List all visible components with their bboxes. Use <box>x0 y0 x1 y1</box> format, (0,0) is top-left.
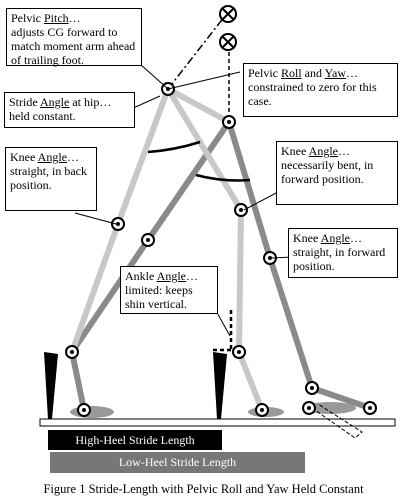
callout-label: Knee <box>293 231 321 245</box>
high-heel-shoe-back <box>44 352 58 419</box>
callout-term: Angle <box>40 95 70 109</box>
callout-knee-forward-bent: Knee Angle… necessarily bent, in forward… <box>276 141 398 205</box>
cg-marker-icon <box>219 5 237 23</box>
low-heel-stride-bar: Low-Heel Stride Length <box>50 452 305 473</box>
callout-knee-back: Knee Angle… straight, in back position. <box>5 147 97 211</box>
figure-caption: Figure 1 Stride-Length with Pelvic Roll … <box>43 482 364 496</box>
callout-label: … <box>66 150 79 164</box>
callout-label: … <box>68 11 81 25</box>
callout-label: … <box>346 66 359 80</box>
high-heel-shoe-front <box>213 352 227 419</box>
callout-body: adjusts CG forward to match moment arm a… <box>11 25 136 67</box>
callout-body: held constant. <box>9 109 76 123</box>
callout-term: Angle <box>156 269 186 283</box>
callout-term: Angle <box>320 231 350 245</box>
callout-label: Pelvic <box>11 11 41 25</box>
callout-label: Ankle <box>125 269 157 283</box>
callout-label: at hip… <box>69 95 112 109</box>
high-heel-legs <box>69 86 265 413</box>
callout-label: Knee <box>10 150 38 164</box>
callout-label: Stride <box>9 95 41 109</box>
callout-label: and <box>301 66 325 80</box>
floor <box>39 418 396 427</box>
callout-pelvic-pitch: Pelvic Pitch… adjusts CG forward to matc… <box>6 8 142 67</box>
pitch-axis-line <box>167 11 229 90</box>
callout-term: Pitch <box>44 11 69 25</box>
stride-angle-arc <box>195 173 251 182</box>
callout-label: … <box>186 269 198 283</box>
callout-body: straight, in back position. <box>10 164 87 192</box>
callout-label: Knee <box>281 144 309 158</box>
low-heel-legs <box>69 119 373 413</box>
leader-lines <box>74 63 293 337</box>
toe-extension <box>311 403 363 439</box>
callout-pelvic-roll-yaw: Pelvic Roll and Yaw… constrained to zero… <box>243 63 398 117</box>
callout-knee-forward-straight: Knee Angle… straight, in forward positio… <box>288 228 398 278</box>
callout-term: Angle <box>308 144 338 158</box>
callout-body: necessarily bent, in forward position. <box>281 158 374 186</box>
stride-angle-arc <box>147 140 201 154</box>
joints <box>65 82 377 417</box>
callout-term: Roll <box>281 66 302 80</box>
callout-body: straight, in forward position. <box>293 245 386 273</box>
high-heel-stride-bar: High-Heel Stride Length <box>48 430 222 450</box>
callout-term: Angle <box>37 150 67 164</box>
callout-body: limited: keeps shin vertical. <box>125 283 193 311</box>
callout-stride-angle: Stride Angle at hip… held constant. <box>4 92 135 128</box>
callout-label: Pelvic <box>248 66 281 80</box>
callout-label: … <box>349 231 362 245</box>
callout-body: constrained to zero for this case. <box>248 80 377 108</box>
callout-term: Yaw <box>324 66 347 80</box>
callout-ankle: Ankle Angle… limited: keeps shin vertica… <box>120 266 218 314</box>
callout-label: … <box>337 144 350 158</box>
cg-marker-icon <box>219 33 237 51</box>
